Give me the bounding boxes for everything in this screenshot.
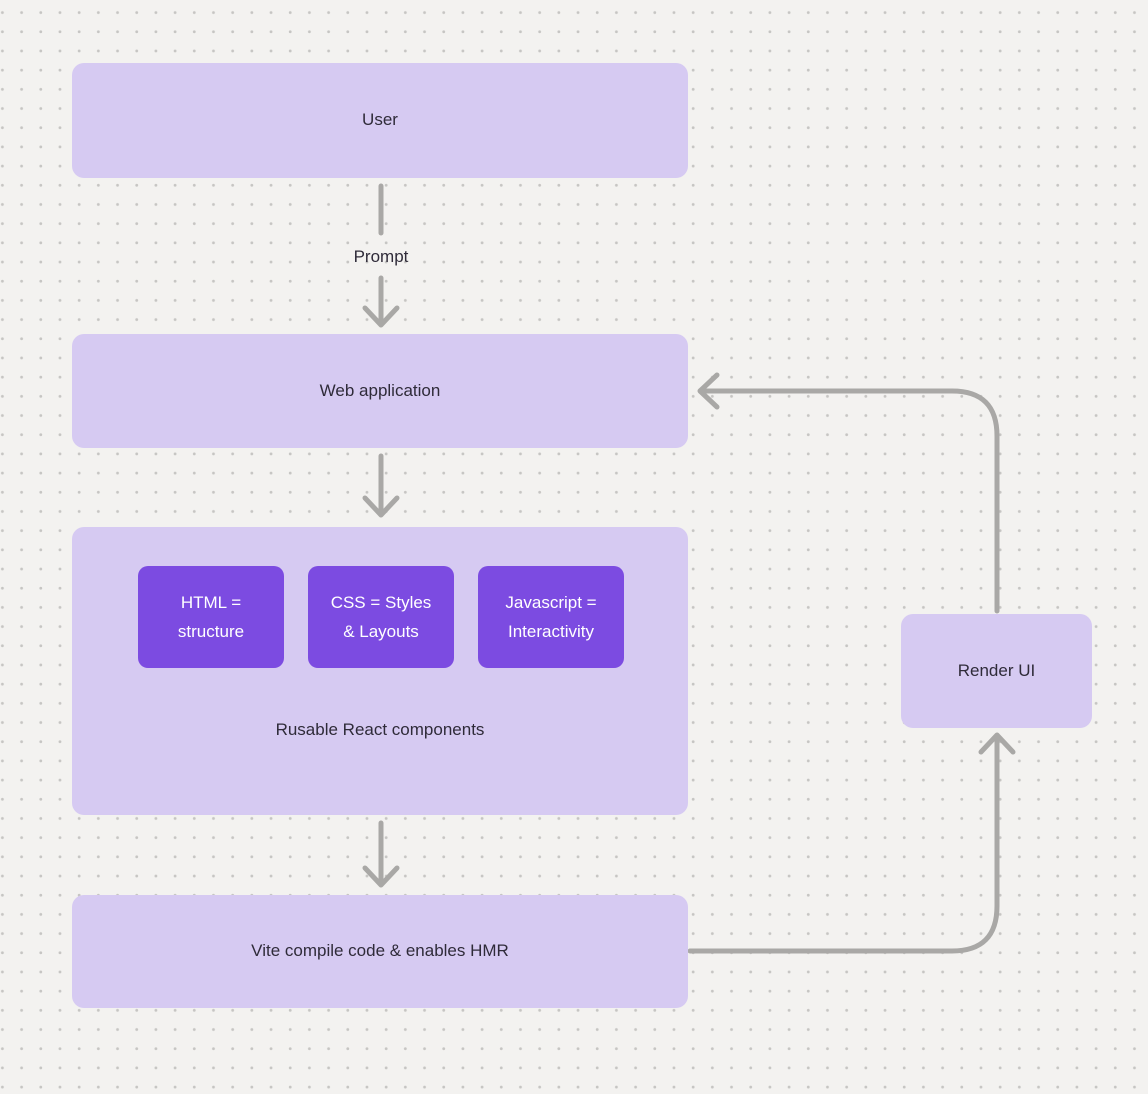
arrow-down-head-3 <box>362 865 400 888</box>
arrow-up-head <box>978 732 1016 755</box>
node-render-ui-label: Render UI <box>957 660 1036 680</box>
node-vite[interactable]: Vite compile code & enables HMR <box>72 895 688 1008</box>
node-web-application-label: Web application <box>319 380 441 400</box>
chip-css-line2: & Layouts <box>343 622 419 641</box>
node-html-structure[interactable]: HTML = structure <box>138 566 284 668</box>
node-user[interactable]: User <box>72 63 688 178</box>
chip-html-line2: structure <box>177 622 245 641</box>
chip-js-line2: Interactivity <box>508 622 594 641</box>
edge-label-prompt: Prompt <box>353 247 409 266</box>
node-web-application[interactable]: Web application <box>72 334 688 448</box>
node-css-styles[interactable]: CSS = Styles & Layouts <box>308 566 454 668</box>
node-vite-label: Vite compile code & enables HMR <box>251 941 509 961</box>
arrow-left-head <box>697 372 720 410</box>
chip-html-line1: HTML = <box>180 593 242 612</box>
node-render-ui[interactable]: Render UI <box>901 614 1092 728</box>
arrow-vite-to-render-shaft <box>687 737 1000 954</box>
arrow-down-head-1 <box>362 305 400 328</box>
chip-js-line1: Javascript = <box>505 593 597 612</box>
group-caption: Rusable React components <box>275 720 485 739</box>
node-user-label: User <box>362 110 398 130</box>
arrow-down-head-2 <box>362 495 400 518</box>
chip-css-line1: CSS = Styles <box>330 593 432 612</box>
arrow-render-to-webapp-shaft <box>700 388 1000 614</box>
node-javascript-interactivity[interactable]: Javascript = Interactivity <box>478 566 624 668</box>
node-react-components-group[interactable]: HTML = structure CSS = Styles & Layouts … <box>72 527 688 815</box>
